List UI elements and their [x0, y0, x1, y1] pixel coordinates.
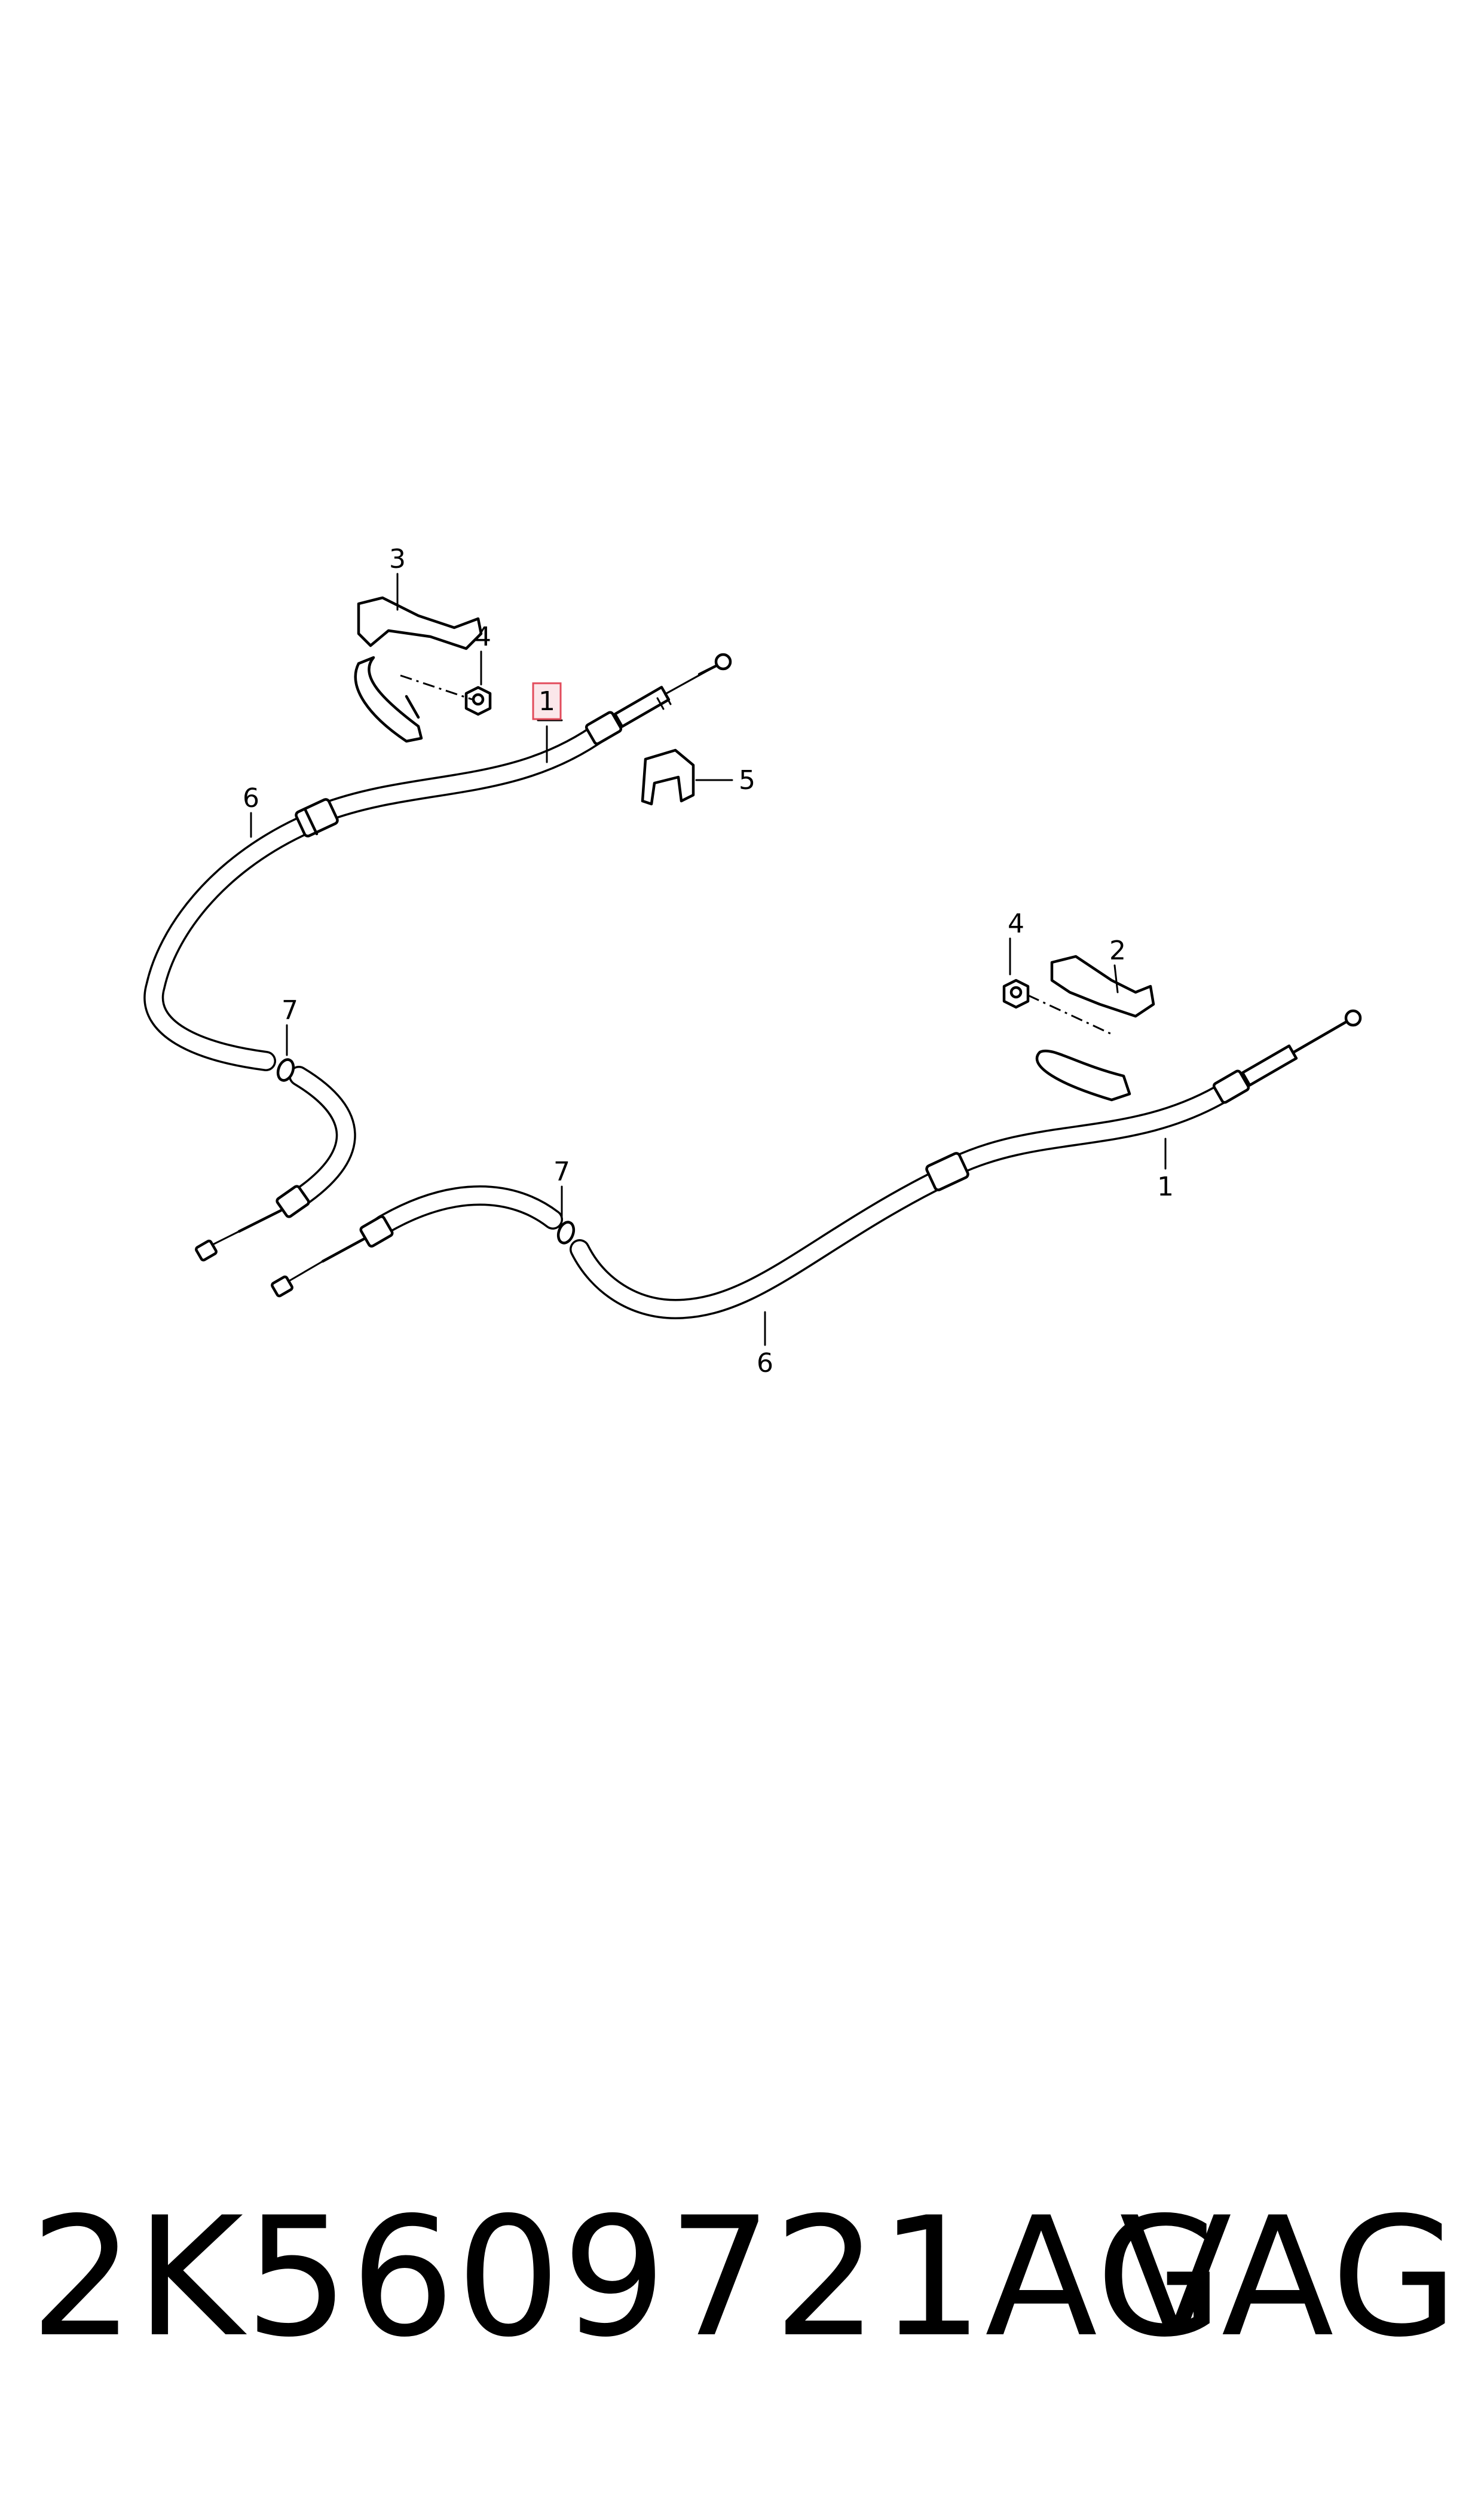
- cable-end-fitting-right: [1212, 1009, 1362, 1104]
- cable-sleeve-right: [925, 1152, 969, 1191]
- callout-2[interactable]: 2: [1109, 936, 1126, 966]
- callout-1-top[interactable]: 1: [532, 682, 562, 720]
- upper-cable-assembly: [143, 653, 732, 1262]
- callout-label: 1: [538, 686, 555, 717]
- callout-7-left[interactable]: 7: [281, 995, 298, 1026]
- clip-part-5: [641, 748, 695, 806]
- lower-cable-assembly: [271, 1009, 1362, 1319]
- callout-4-right[interactable]: 4: [1008, 909, 1024, 939]
- callout-6-bottom[interactable]: 6: [757, 1348, 773, 1378]
- callout-3[interactable]: 3: [389, 544, 406, 574]
- callout-7-middle[interactable]: 7: [553, 1157, 570, 1187]
- parts-diagram: 1 3 4 5 6 7 4 2 1 7 6: [143, 544, 1362, 1378]
- nut-right: [1002, 979, 1030, 1009]
- bracket-part-2: [1035, 955, 1155, 1102]
- part-number: 2K5609721AG: [30, 2182, 1225, 2373]
- leader-lines: [250, 573, 1167, 1346]
- nut-left: [464, 686, 492, 716]
- callout-5[interactable]: 5: [739, 765, 755, 796]
- callout-4-left[interactable]: 4: [475, 622, 491, 652]
- cable-lower-end: [195, 1185, 310, 1262]
- cable-end-fitting: [585, 653, 732, 745]
- o-ring-middle: [556, 1221, 576, 1245]
- bracket-part-3: [354, 596, 483, 743]
- cable-lower-end-right: [271, 1215, 394, 1298]
- footer: 2K5609721AG VAG: [30, 2188, 1458, 2367]
- callout-1-right[interactable]: 1: [1157, 1172, 1174, 1202]
- brand-name: VAG: [1119, 2182, 1458, 2373]
- cable-sleeve: [295, 798, 339, 837]
- o-ring-left: [276, 1058, 295, 1082]
- callout-6-left[interactable]: 6: [243, 783, 259, 814]
